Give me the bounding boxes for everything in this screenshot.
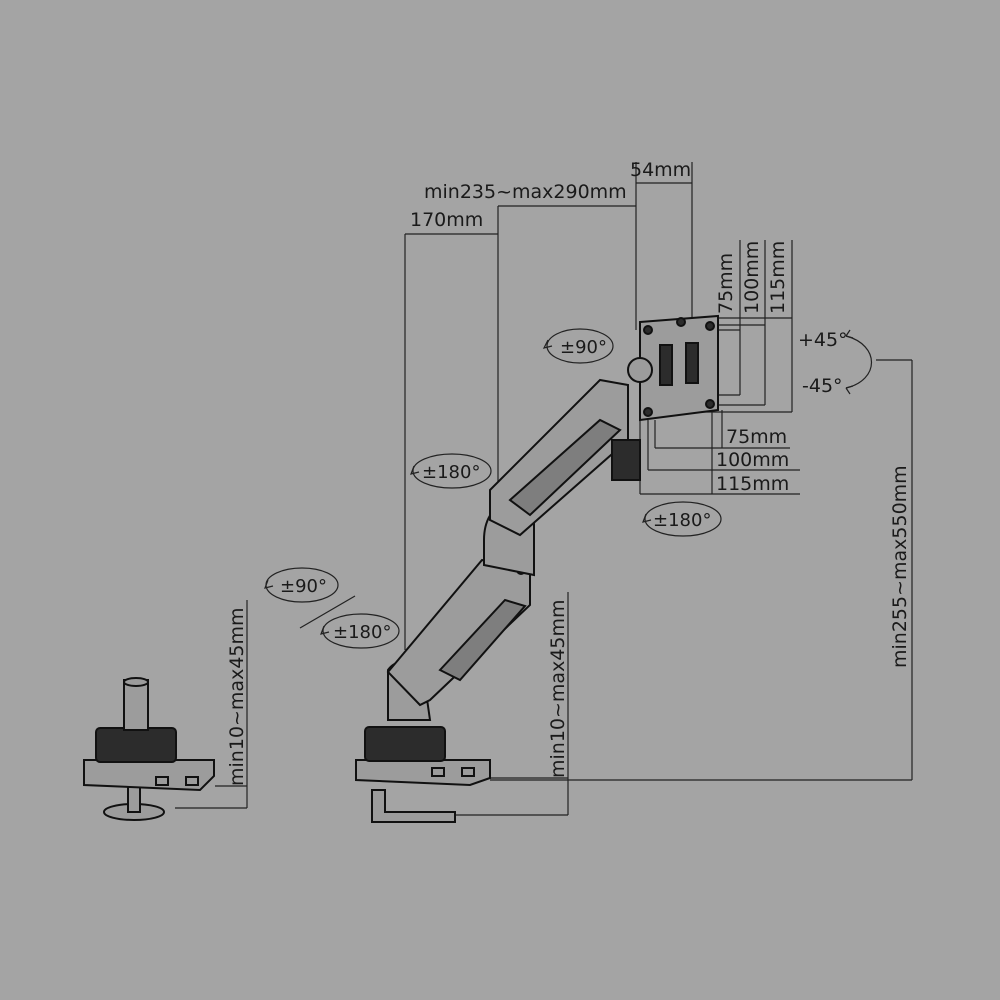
dim-clamp-left: min10~max45mm bbox=[226, 607, 248, 786]
tilt-up-label: +45° bbox=[798, 329, 848, 351]
upper-arm-spring bbox=[508, 418, 622, 517]
dim-reach-range: min235~max290mm bbox=[424, 181, 627, 203]
clamp-plate bbox=[355, 759, 491, 787]
clamp-foot bbox=[371, 789, 456, 823]
vesa-slot-right bbox=[685, 342, 699, 384]
dim-vesa-h-115: 115mm bbox=[716, 473, 789, 495]
rotation-base-180: ±180° bbox=[320, 613, 400, 649]
dim-vesa-v-100: 100mm bbox=[741, 241, 763, 314]
small-clamp-plate bbox=[83, 759, 215, 792]
small-clamp-post bbox=[123, 679, 149, 731]
rotation-head-90: ±90° bbox=[542, 328, 614, 364]
lower-arm-spring bbox=[438, 598, 527, 682]
monitor-arm bbox=[355, 314, 719, 823]
clamp-slot-1 bbox=[431, 767, 445, 777]
head-pivot bbox=[627, 357, 653, 383]
svg-text:±90°: ±90° bbox=[560, 337, 607, 358]
dim-vesa-h-75: 75mm bbox=[726, 426, 787, 448]
clamp-slot-2 bbox=[461, 767, 475, 777]
dim-vesa-v-75: 75mm bbox=[715, 253, 737, 314]
dim-170mm: 170mm bbox=[410, 209, 483, 231]
dim-vesa-h-100: 100mm bbox=[716, 449, 789, 471]
clamp-illustration bbox=[83, 677, 215, 821]
svg-text:±180°: ±180° bbox=[653, 510, 711, 531]
rotation-tilt: +45° -45° bbox=[798, 329, 872, 397]
dim-vesa-v-115: 115mm bbox=[767, 241, 789, 314]
dim-54mm: 54mm bbox=[630, 159, 691, 181]
vesa-slot-left bbox=[659, 344, 673, 386]
rotation-upper-arm-180: ±180° bbox=[410, 453, 492, 489]
top-knob bbox=[676, 317, 686, 327]
tilt-down-label: -45° bbox=[802, 375, 843, 397]
small-clamp-body bbox=[95, 727, 177, 763]
svg-text:±90°: ±90° bbox=[280, 576, 327, 597]
rotation-head-swivel-180: ±180° bbox=[642, 501, 722, 537]
clamp-body bbox=[364, 726, 446, 762]
tilt-arc-icon bbox=[845, 335, 872, 389]
rotation-base-90: ±90° bbox=[264, 567, 339, 603]
tilt-block bbox=[611, 439, 641, 481]
dim-height-range: min255~max550mm bbox=[889, 465, 911, 668]
dim-clamp-right: min10~max45mm bbox=[547, 599, 569, 778]
svg-text:±180°: ±180° bbox=[333, 622, 391, 643]
svg-text:±180°: ±180° bbox=[422, 462, 480, 483]
dimension-lines bbox=[175, 162, 913, 816]
lower-arm bbox=[386, 558, 531, 707]
